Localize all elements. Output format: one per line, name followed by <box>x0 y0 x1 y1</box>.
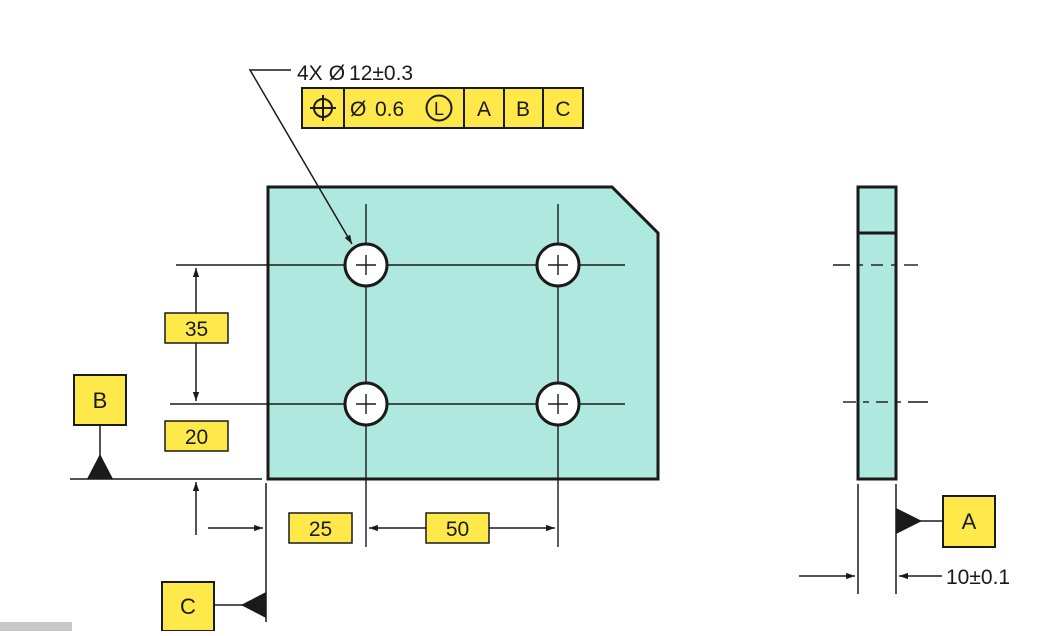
datum-b-symbol: B <box>73 374 127 479</box>
hole-bottom-right <box>535 381 581 427</box>
hole-bottom-left <box>343 381 389 427</box>
fcf-datum-a: A <box>477 98 491 121</box>
datum-c-triangle <box>241 592 266 618</box>
front-view <box>170 185 660 547</box>
hole-top-left <box>343 242 389 288</box>
lmc-modifier-letter: L <box>434 99 444 119</box>
fcf-datum-c: C <box>555 98 570 121</box>
datum-b-triangle <box>87 454 113 479</box>
feature-control-frame: Ø 0.6 L A B C <box>301 87 584 129</box>
dimension-50-text: 50 <box>446 518 469 541</box>
fcf-datum-b: B <box>516 98 530 121</box>
datum-b-letter: B <box>93 388 108 413</box>
dimension-box-35: 35 <box>164 312 229 344</box>
fcf-diameter-symbol: Ø <box>350 98 366 121</box>
side-view: 10±0.1 <box>799 185 1010 594</box>
dimension-25-text: 25 <box>309 518 332 541</box>
fcf-tolerance-value: 0.6 <box>375 98 404 121</box>
lmc-modifier: L <box>425 94 453 122</box>
dimension-box-50: 50 <box>425 512 490 544</box>
dimension-box-25: 25 <box>288 512 353 544</box>
datum-c-symbol: C <box>161 581 266 632</box>
datum-a-triangle <box>896 508 922 534</box>
dimension-20-text: 20 <box>185 426 208 449</box>
thickness-dimension-text: 10±0.1 <box>946 566 1010 589</box>
datum-a-symbol: A <box>896 495 996 548</box>
side-view-outline <box>856 185 898 481</box>
plate-outline <box>266 185 660 481</box>
dimension-box-20: 20 <box>164 420 229 452</box>
hole-top-right <box>535 242 581 288</box>
side-view-centerlines <box>833 264 928 403</box>
scan-edge-artifact <box>0 622 72 631</box>
dimension-35-text: 35 <box>185 318 208 341</box>
callout-leader <box>248 69 353 245</box>
position-icon <box>310 95 336 121</box>
datum-a-letter: A <box>962 509 977 534</box>
datum-c-letter: C <box>180 594 196 619</box>
